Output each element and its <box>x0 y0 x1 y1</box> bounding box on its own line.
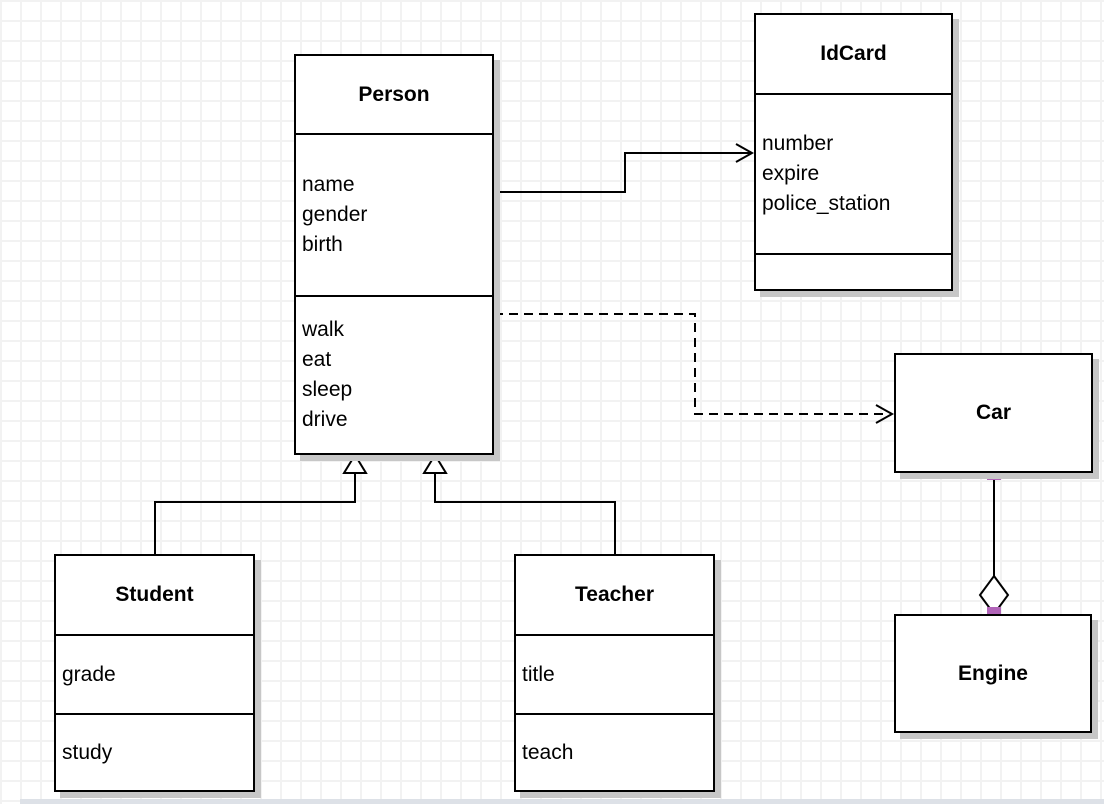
class-title-person: Person <box>358 82 430 106</box>
class-box-student[interactable]: Student grade study <box>54 554 255 792</box>
attribute: gender <box>302 203 368 226</box>
class-box-engine[interactable]: Engine <box>894 614 1092 733</box>
attribute: expire <box>762 162 820 185</box>
dependency-person-car[interactable] <box>494 313 895 424</box>
generalization-student-person[interactable] <box>154 453 368 554</box>
aggregation-car-engine[interactable] <box>978 466 1010 621</box>
attribute: number <box>762 132 834 155</box>
attribute: title <box>522 662 555 686</box>
class-methods-idcard[interactable] <box>756 253 951 289</box>
method: eat <box>302 348 332 371</box>
method: teach <box>522 740 574 764</box>
inheritance-triangle-student <box>342 453 368 474</box>
class-attributes-student[interactable]: grade <box>56 634 253 713</box>
canvas-bottom-edge <box>20 799 1104 804</box>
class-title-car: Car <box>975 401 1012 424</box>
method: study <box>62 740 113 764</box>
open-arrowhead-car <box>875 404 895 424</box>
attribute: police_station <box>762 192 891 215</box>
generalization-teacher-person[interactable] <box>422 453 616 554</box>
class-title-student: Student <box>115 583 194 606</box>
class-methods-person[interactable]: walk eat sleep drive <box>296 295 492 453</box>
class-attributes-teacher[interactable]: title <box>516 634 713 713</box>
class-methods-student[interactable]: study <box>56 713 253 790</box>
class-attributes-person[interactable]: name gender birth <box>296 133 492 295</box>
attribute: grade <box>62 662 116 686</box>
method: drive <box>302 408 348 431</box>
method: walk <box>302 318 345 341</box>
inheritance-triangle-teacher <box>422 453 448 474</box>
class-methods-teacher[interactable]: teach <box>516 713 713 790</box>
class-title-idcard: IdCard <box>820 42 887 65</box>
association-person-idcard[interactable] <box>494 143 755 193</box>
attribute: birth <box>302 233 343 256</box>
open-arrowhead-idcard <box>735 143 755 163</box>
class-box-car[interactable]: Car <box>894 353 1093 473</box>
class-box-idcard[interactable]: IdCard number expire police_station <box>754 13 953 291</box>
method: sleep <box>302 378 353 401</box>
class-attributes-idcard[interactable]: number expire police_station <box>756 93 951 253</box>
class-box-teacher[interactable]: Teacher title teach <box>514 554 715 792</box>
class-box-person[interactable]: Person name gender birth walk eat sleep … <box>294 54 494 455</box>
class-title-teacher: Teacher <box>575 583 654 606</box>
attribute: name <box>302 173 355 196</box>
class-title-engine: Engine <box>957 661 1028 685</box>
